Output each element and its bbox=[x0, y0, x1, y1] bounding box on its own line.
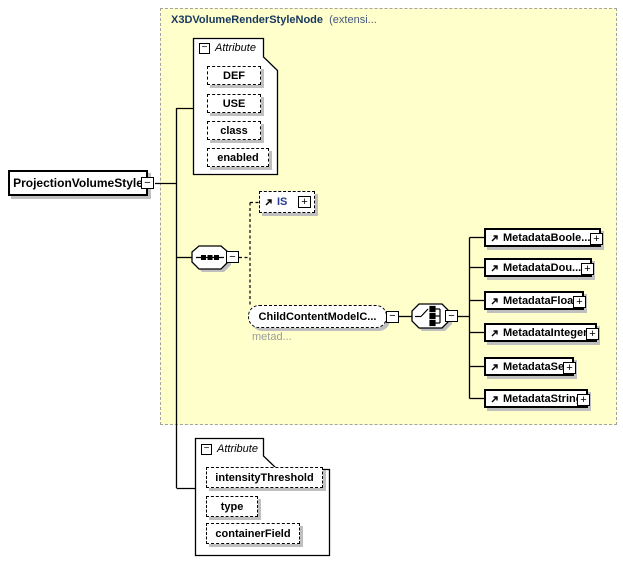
collapse-icon[interactable]: − bbox=[201, 443, 212, 455]
ref-arrow-icon bbox=[491, 395, 498, 402]
ref-arrow-icon bbox=[491, 329, 498, 336]
child-content-model-label: ChildContentModelC... bbox=[258, 310, 377, 323]
expand-icon[interactable]: + bbox=[573, 296, 586, 308]
element-label: MetadataBoole... bbox=[503, 231, 591, 244]
element-metadata-boolean[interactable]: MetadataBoole... + bbox=[484, 228, 603, 247]
inherited-attribute-group-header: − Attribute bbox=[199, 42, 256, 54]
attribute-group-label: Attribute bbox=[217, 443, 258, 455]
element-metadata-string[interactable]: MetadataString + bbox=[484, 389, 590, 408]
root-element[interactable]: ProjectionVolumeStyle − bbox=[8, 170, 154, 196]
element-metadata-float[interactable]: MetadataFloat + bbox=[484, 291, 586, 310]
expand-icon[interactable]: + bbox=[581, 263, 594, 275]
solid-connectors bbox=[155, 107, 484, 490]
attribute-use[interactable]: USE bbox=[207, 94, 261, 113]
collapse-icon[interactable]: − bbox=[141, 177, 154, 189]
sequence-collapse-icon[interactable]: − bbox=[226, 251, 239, 263]
is-element-label: IS bbox=[277, 196, 288, 208]
attribute-enabled[interactable]: enabled bbox=[207, 148, 269, 167]
element-label: MetadataDou... bbox=[503, 261, 582, 274]
expand-icon[interactable]: + bbox=[577, 394, 590, 406]
element-label: MetadataString bbox=[503, 392, 583, 405]
choice-indicator[interactable] bbox=[411, 303, 452, 331]
element-label: MetadataFloat bbox=[503, 294, 577, 307]
collapse-icon[interactable]: − bbox=[386, 310, 399, 323]
attribute-container-field[interactable]: containerField bbox=[206, 523, 300, 544]
expand-icon[interactable]: + bbox=[586, 328, 599, 340]
ref-arrow-icon bbox=[491, 264, 498, 271]
collapse-icon[interactable]: − bbox=[199, 42, 210, 54]
ref-arrow-icon bbox=[491, 297, 498, 304]
element-label: MetadataInteger bbox=[503, 326, 588, 339]
ref-arrow-icon bbox=[491, 234, 498, 241]
attribute-group-label: Attribute bbox=[215, 42, 256, 54]
attribute-type[interactable]: type bbox=[206, 496, 258, 517]
element-metadata-set[interactable]: MetadataSet + bbox=[484, 357, 576, 376]
child-content-model-group[interactable]: ChildContentModelC... − bbox=[248, 305, 399, 328]
expand-icon[interactable]: + bbox=[590, 233, 603, 245]
ref-arrow-icon bbox=[265, 199, 272, 206]
expand-icon[interactable]: + bbox=[563, 362, 576, 374]
sequence-indicator[interactable] bbox=[191, 245, 231, 272]
attribute-class[interactable]: class bbox=[207, 121, 261, 140]
choice-icon bbox=[415, 305, 441, 327]
dashed-connectors bbox=[239, 201, 259, 307]
expand-icon[interactable]: + bbox=[298, 196, 311, 208]
root-element-label: ProjectionVolumeStyle bbox=[13, 176, 143, 190]
sequence-icon bbox=[196, 255, 224, 260]
ref-arrow-icon bbox=[491, 363, 498, 370]
element-metadata-double[interactable]: MetadataDou... + bbox=[484, 258, 594, 277]
child-content-model-annotation: metad... bbox=[252, 331, 292, 343]
element-label: MetadataSet bbox=[503, 360, 568, 373]
attribute-intensity-threshold[interactable]: intensityThreshold bbox=[206, 467, 323, 488]
element-metadata-integer[interactable]: MetadataInteger + bbox=[484, 323, 599, 342]
base-type-title: X3DVolumeRenderStyleNode (extensi... bbox=[171, 14, 377, 26]
choice-collapse-icon[interactable]: − bbox=[445, 310, 458, 322]
local-attribute-group-header: − Attribute bbox=[201, 443, 258, 455]
is-element[interactable]: IS + bbox=[259, 191, 315, 213]
base-type-name: X3DVolumeRenderStyleNode bbox=[171, 14, 324, 26]
attribute-def[interactable]: DEF bbox=[207, 66, 261, 85]
